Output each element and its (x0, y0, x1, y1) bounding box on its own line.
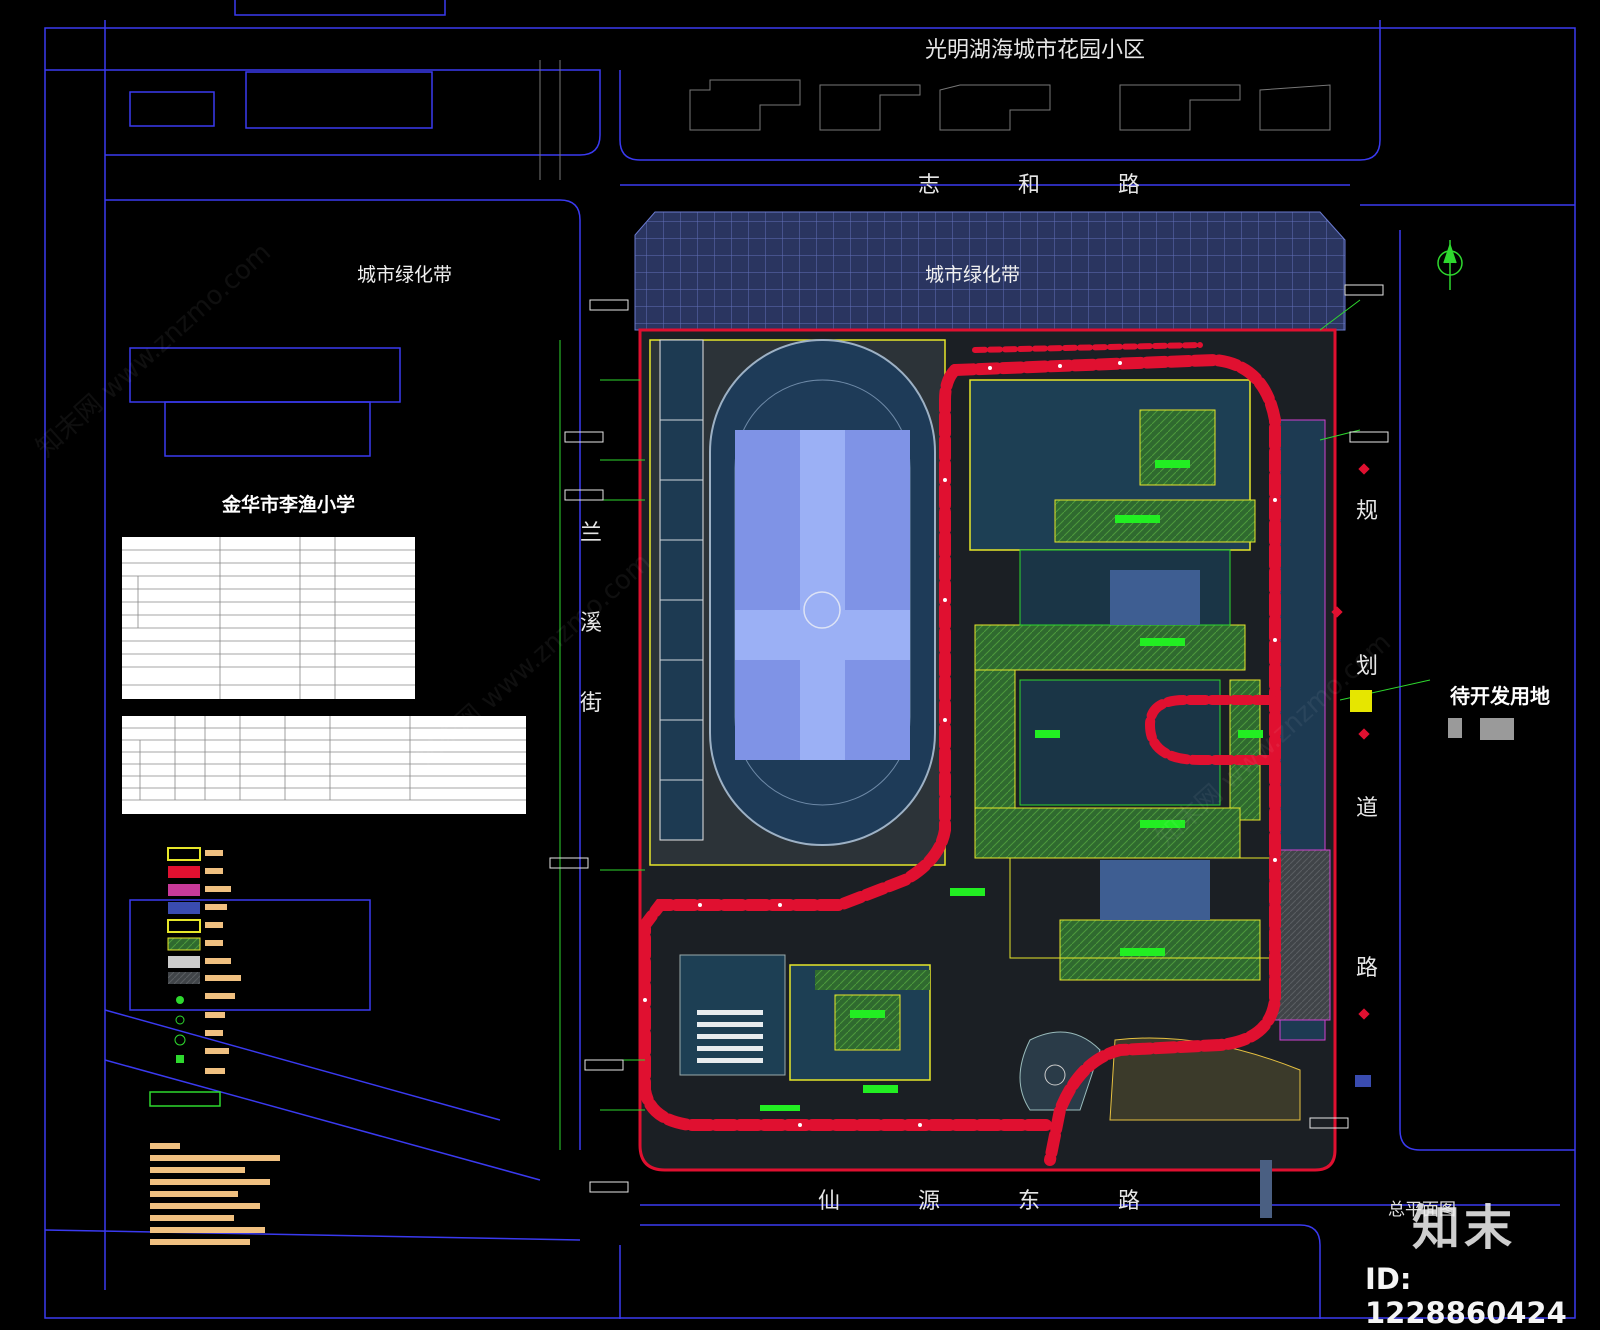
notes-text-bars (150, 1143, 280, 1245)
road-south-char-2: 源 (918, 1189, 941, 1214)
green-markers (760, 460, 1263, 1111)
field-cross (735, 430, 910, 760)
green-belt-west-label: 城市绿化带 (357, 264, 453, 286)
technical-table-lower (122, 716, 526, 814)
road-east-char-3: 道 (1356, 796, 1379, 821)
neighbor-school-label: 金华市李渔小学 (222, 494, 356, 516)
road-south-char-3: 东 (1018, 1189, 1041, 1214)
road-south-char-4: 路 (1118, 1189, 1141, 1214)
south-entrance-strip (1260, 1160, 1272, 1218)
plaza-fountain (1044, 1064, 1066, 1086)
technical-table-upper (122, 537, 415, 699)
road-north-char-3: 路 (1118, 173, 1141, 198)
future-land-blocks (1448, 718, 1514, 740)
court-lines (660, 419, 703, 781)
road-east-char-1: 规 (1356, 499, 1379, 524)
legend-swatches (167, 847, 201, 1063)
basketball-courts (659, 339, 704, 841)
site-mark-logo: 知末 (1412, 1200, 1517, 1256)
north-green-belt (634, 211, 1346, 331)
fire-lane-markers (643, 361, 1277, 1127)
scale-bar (149, 1091, 221, 1107)
north-arrow-icon (1437, 240, 1463, 290)
road-network (44, 20, 1576, 1319)
future-land-label: 待开发用地 (1450, 684, 1550, 708)
center-circle (803, 591, 841, 629)
annotation-tags (549, 284, 1389, 1193)
road-east-char-2: 划 (1356, 654, 1379, 679)
legend-text-bars (205, 850, 241, 1074)
yellow-gate (1350, 690, 1372, 712)
road-north-char-2: 和 (1018, 173, 1041, 198)
road-north-char-1: 志 (918, 173, 941, 198)
east-road-markers (1331, 463, 1371, 1087)
north-residential-outlines (539, 60, 1331, 180)
road-west-char-1: 兰 (580, 521, 603, 546)
road-west-char-3: 街 (580, 691, 603, 716)
school-buildings (679, 379, 1331, 1081)
north-community-label: 光明湖海城市花园小区 (925, 38, 1146, 63)
road-east-char-4: 路 (1356, 956, 1379, 981)
road-south-char-1: 仙 (818, 1189, 841, 1214)
fire-lane (639, 342, 1281, 1166)
parking-stripes (697, 1010, 763, 1063)
plan-title: 总平面图 (1388, 1200, 1456, 1220)
west-neighbor-blocks (129, 0, 446, 1011)
south-plaza (1019, 1031, 1101, 1111)
annotation-leaders (559, 299, 1431, 1150)
road-west-char-2: 溪 (580, 611, 603, 636)
image-id-label: ID: 1228860424 (1365, 1262, 1567, 1330)
green-belt-north-label: 城市绿化带 (925, 264, 1021, 286)
